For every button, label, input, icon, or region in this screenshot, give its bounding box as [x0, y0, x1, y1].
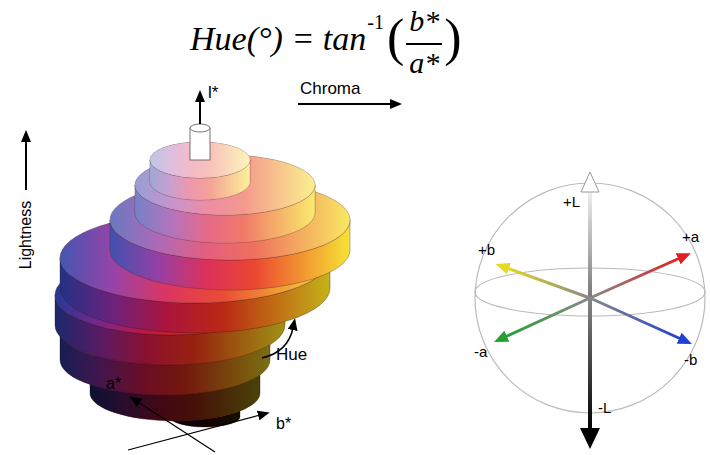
axis-label: a* [106, 376, 121, 392]
white-cylinder [190, 124, 210, 160]
formula-numerator: b* [409, 6, 439, 36]
plus-a-axis [590, 258, 680, 298]
formula-denominator: a* [409, 48, 439, 78]
minus-l-head [580, 428, 600, 449]
plus-l-head [581, 172, 599, 192]
formula-text: Hue(°) = tan [190, 22, 366, 56]
axis-label: -a [474, 344, 487, 359]
axis-label: -L [598, 400, 611, 415]
axis-label: +L [563, 194, 580, 209]
axis-label: +a [682, 229, 699, 244]
l-axis-arrow [199, 100, 201, 124]
lightness-arrow [25, 140, 27, 190]
chroma-arrow [298, 103, 392, 105]
minus-l-axis [588, 298, 592, 430]
formula-paren: ) [444, 12, 461, 64]
minus-a-axis [505, 298, 590, 337]
cylinder-body [190, 128, 210, 160]
plus-l-axis [588, 192, 592, 298]
axis-label: +b [478, 242, 495, 257]
axis-label: -b [684, 352, 697, 367]
plus-b-axis [507, 268, 590, 298]
axis-label: l* [208, 84, 218, 101]
lab-sphere [475, 172, 705, 449]
formula-paren: ( [387, 12, 404, 64]
fraction-bar [406, 43, 442, 45]
b-axis-line [128, 415, 260, 450]
minus-b-axis [590, 298, 681, 339]
axis-label: b* [276, 416, 291, 432]
color-solid [55, 124, 350, 427]
axis-label: Chroma [300, 80, 360, 97]
axis-label: Hue [276, 346, 307, 363]
cylinder-top [190, 124, 210, 132]
formula-exponent: -1 [367, 12, 384, 32]
axis-label: Lightness [18, 201, 34, 270]
